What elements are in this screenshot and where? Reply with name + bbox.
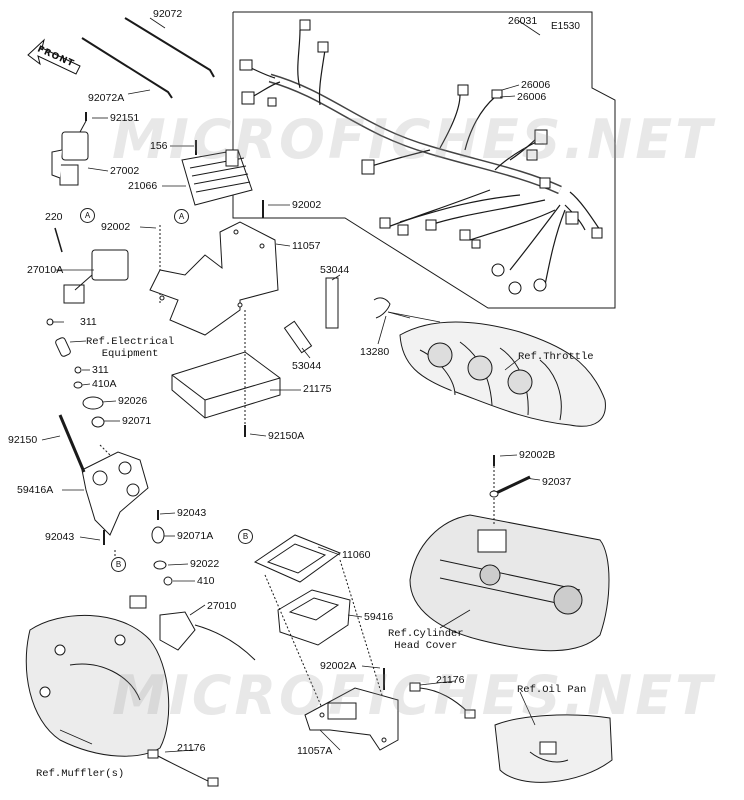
label-13280: 13280 [360,346,390,358]
callout-b-left: B [111,557,126,572]
holder-59416 [277,589,351,646]
label-220: 220 [45,211,63,223]
cylinder-head-cover [409,514,610,652]
sensor-21176-right [409,682,476,719]
label-53044-bot: 53044 [292,360,322,372]
tie-92072 [124,17,215,78]
ref-throttle: Ref.Throttle [518,351,594,363]
gasket-11060 [253,534,342,583]
watermark-top: MICROFICHES.NET [112,108,715,171]
ref-cylinder-head-cover: Ref.Cylinder Head Cover [388,628,464,652]
harness-box-outline [232,11,616,309]
label-26031: 26031 [508,15,538,27]
label-410: 410 [197,575,215,587]
muffler [25,615,170,757]
plate-11057A [304,687,399,751]
label-92002-top: 92002 [292,199,322,211]
label-21066: 21066 [128,180,158,192]
watermark-bottom: MICROFICHES.NET [112,664,715,727]
label-92026: 92026 [118,395,148,407]
label-311-top: 311 [80,316,97,328]
label-26006-a: 26006 [521,79,551,91]
label-92043-left: 92043 [45,531,75,543]
throttle-body [399,321,606,427]
label-59416: 59416 [364,611,394,623]
label-92043-right: 92043 [177,507,207,519]
relay-27010A [63,249,129,304]
regulator-21066 [181,149,253,206]
oil-pan [494,714,613,783]
label-156: 156 [150,140,168,152]
ecu-21175 [171,351,281,419]
clip-13280 [373,297,391,319]
sensor-21176-left [147,749,219,787]
bracket-11057 [149,221,279,336]
label-92002b: 92002B [519,449,556,461]
ref-mufflers: Ref.Muffler(s) [36,768,125,780]
label-21176-left: 21176 [177,742,206,754]
callout-b-center: B [238,529,253,544]
label-92072: 92072 [153,8,183,20]
label-27002: 27002 [110,165,140,177]
relay-27002 [51,131,89,186]
spacer-53044-top [325,277,339,329]
switch-27010 [129,595,256,661]
label-11060: 11060 [342,549,371,561]
label-311-bot: 311 [92,364,109,376]
label-53044-top: 53044 [320,264,350,276]
label-27010a: 27010A [27,264,64,276]
label-410a: 410A [92,378,117,390]
label-92037: 92037 [542,476,572,488]
label-92150a: 92150A [268,430,305,442]
label-92022: 92022 [190,558,220,570]
ref-electrical-equipment: Ref.Electrical Equipment [86,336,175,360]
callout-a-upper: A [80,208,95,223]
label-92002a: 92002A [320,660,357,672]
label-92151: 92151 [110,112,140,124]
callout-a-center: A [174,209,189,224]
spacer-53044-bot [283,320,313,354]
label-27010: 27010 [207,600,237,612]
label-92071: 92071 [122,415,152,427]
ref-oil-pan: Ref.Oil Pan [517,684,587,696]
label-92072a: 92072A [88,92,125,104]
label-21176-right: 21176 [436,674,465,686]
label-92150: 92150 [8,434,38,446]
label-26006-b: 26006 [517,91,547,103]
tie-92072A [81,37,173,99]
label-59416a: 59416A [17,484,54,496]
label-92002-left: 92002 [101,221,131,233]
front-arrow-icon [27,38,81,75]
holder-59416A [81,451,149,536]
label-11057a: 11057A [297,745,333,757]
label-92071a: 92071A [177,530,214,542]
label-21175: 21175 [303,383,332,395]
diagram-code: E1530 [551,21,580,32]
label-11057: 11057 [292,240,321,252]
